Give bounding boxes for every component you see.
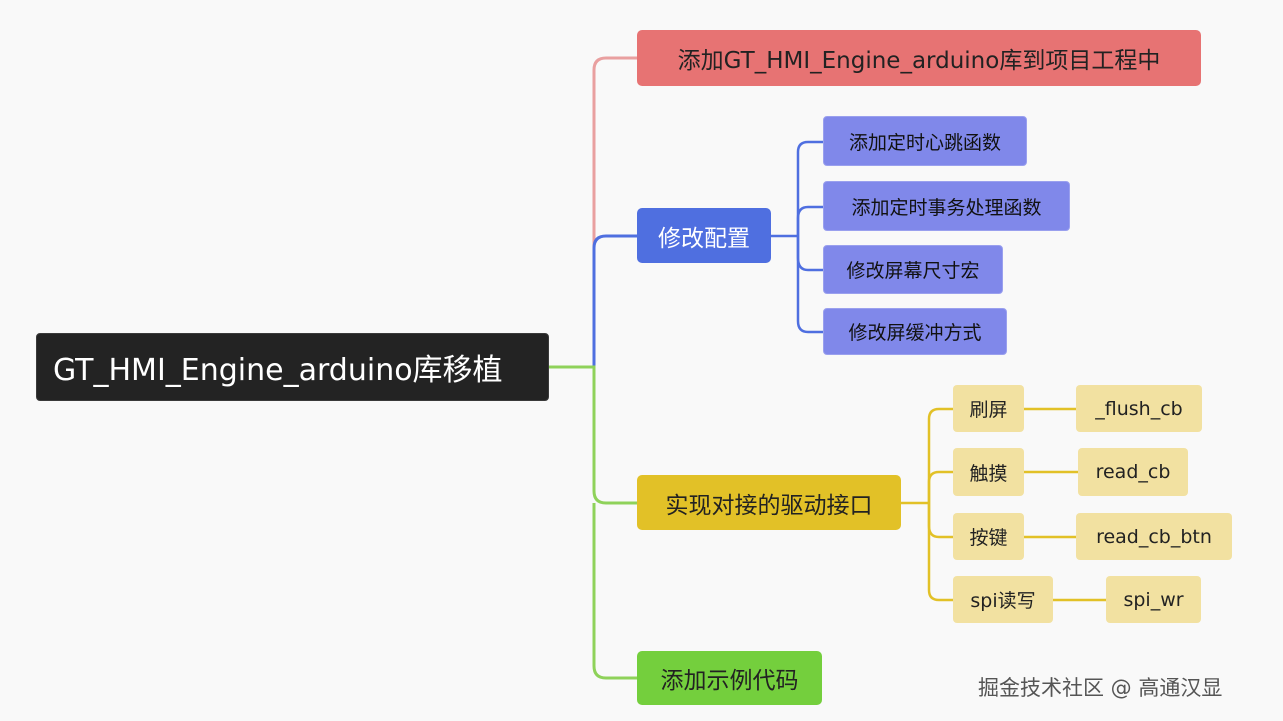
branch-driver-interface-label: 实现对接的驱动接口 xyxy=(665,492,873,519)
driver-leaf-flush-cb[interactable]: _flush_cb xyxy=(1076,385,1202,432)
config-item-buffer-mode-label: 修改屏缓冲方式 xyxy=(848,322,982,344)
branch-add-library-label: 添加GT_HMI_Engine_arduino库到项目工程中 xyxy=(677,48,1161,74)
driver-leaf-read-cb-btn[interactable]: read_cb_btn xyxy=(1076,513,1232,560)
branch-modify-config-label: 修改配置 xyxy=(658,225,750,252)
driver-item-touch-label: 触摸 xyxy=(969,462,1008,485)
branch-driver-interface[interactable]: 实现对接的驱动接口 xyxy=(637,475,901,530)
driver-item-key-label: 按键 xyxy=(969,527,1008,549)
branch-modify-config[interactable]: 修改配置 xyxy=(637,208,771,263)
driver-leaf-read-cb-btn-label: read_cb_btn xyxy=(1096,525,1212,548)
driver-leaf-read-cb[interactable]: read_cb xyxy=(1078,448,1188,496)
driver-item-spi[interactable]: spi读写 xyxy=(953,576,1053,623)
branch-example-code[interactable]: 添加示例代码 xyxy=(637,651,822,705)
config-item-task-handler-label: 添加定时事务处理函数 xyxy=(851,196,1042,219)
driver-leaf-read-cb-label: read_cb xyxy=(1095,461,1171,483)
driver-item-key[interactable]: 按键 xyxy=(953,513,1024,560)
driver-item-flush-label: 刷屏 xyxy=(969,399,1008,421)
config-item-heartbeat[interactable]: 添加定时心跳函数 xyxy=(823,116,1027,166)
config-item-task-handler[interactable]: 添加定时事务处理函数 xyxy=(823,181,1070,231)
config-item-screen-size[interactable]: 修改屏幕尺寸宏 xyxy=(823,245,1003,294)
driver-leaf-spi-wr[interactable]: spi_wr xyxy=(1106,576,1201,623)
root-label: GT_HMI_Engine_arduino库移植 xyxy=(53,353,503,388)
config-item-screen-size-label: 修改屏幕尺寸宏 xyxy=(846,260,980,282)
branch-add-library[interactable]: 添加GT_HMI_Engine_arduino库到项目工程中 xyxy=(637,30,1201,86)
driver-item-touch[interactable]: 触摸 xyxy=(953,448,1024,496)
driver-item-spi-label: spi读写 xyxy=(970,590,1036,612)
root-node[interactable]: GT_HMI_Engine_arduino库移植 xyxy=(36,333,549,401)
branch-example-code-label: 添加示例代码 xyxy=(660,668,799,694)
driver-leaf-spi-wr-label: spi_wr xyxy=(1123,588,1184,611)
driver-leaf-flush-cb-label: _flush_cb xyxy=(1095,397,1183,420)
driver-item-flush[interactable]: 刷屏 xyxy=(953,385,1024,432)
watermark: 掘金技术社区 @ 高通汉显 xyxy=(978,676,1223,700)
config-item-buffer-mode[interactable]: 修改屏缓冲方式 xyxy=(823,308,1007,355)
config-item-heartbeat-label: 添加定时心跳函数 xyxy=(848,131,1001,154)
